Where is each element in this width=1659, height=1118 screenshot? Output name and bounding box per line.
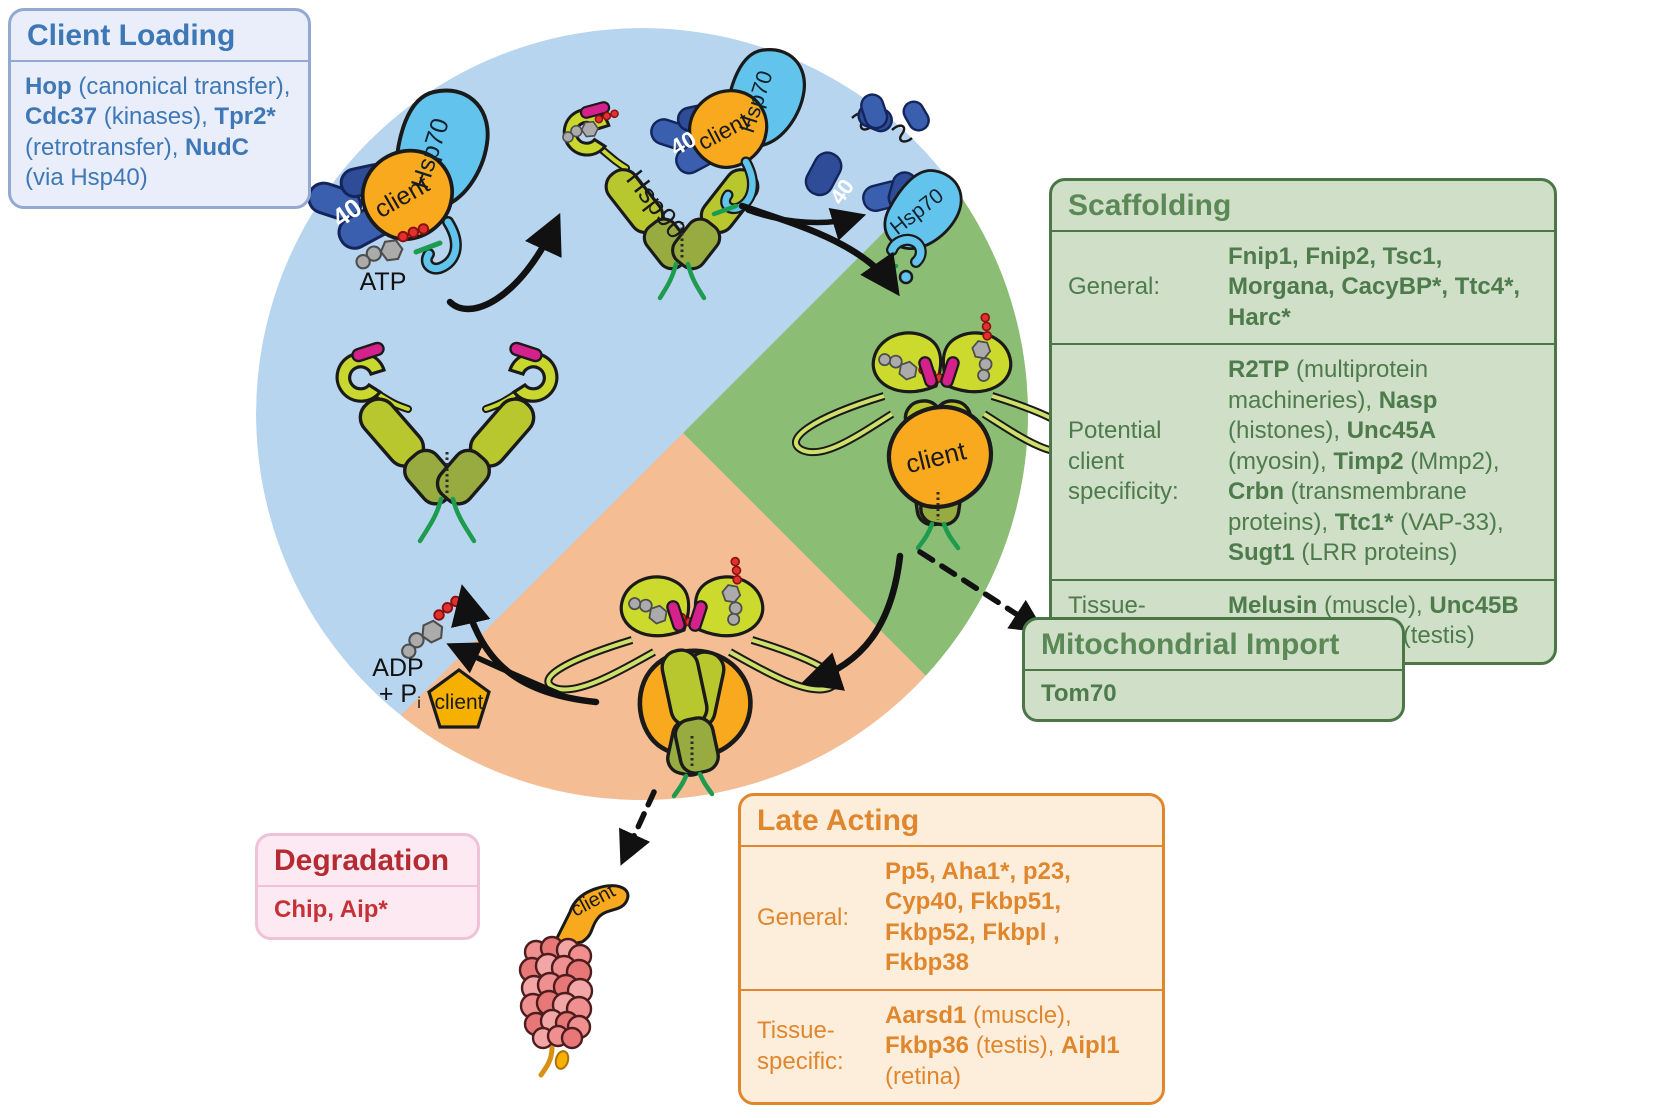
adp-phosphate-subscript: i [417,695,421,712]
atp-molecule: ATP [354,214,430,296]
row-content: Aarsd1 (muscle), Fkbp36 (testis), Aipl1 … [885,1001,1120,1090]
row-label: Potential client specificity: [1068,417,1179,506]
arrow-scaffolding-to-late [800,552,904,691]
degradation-title: Degradation [258,836,477,887]
mitochondrial-import-panel: Mitochondrial Import Tom70 [1022,617,1405,723]
cycle-arrows [446,202,1046,866]
late-acting-title: Late Acting [741,796,1162,847]
mitochondrial-import-body: Tom70 [1041,680,1117,707]
row-label: General: [1068,273,1161,301]
scaffolding-row-client-specificity: Potential client specificity: R2TP (mult… [1052,343,1554,578]
arrow-to-released-cochaperones [745,207,867,241]
scaffolding-panel: Scaffolding General: Fnip1, Fnip2, Tsc1,… [1049,178,1557,665]
degradation-body: Chip, Aip* [274,896,388,923]
scaffolding-title: Scaffolding [1052,181,1554,232]
row-content: Fnip1, Fnip2, Tsc1, Morgana, CacyBP*, Tt… [1228,243,1521,331]
late-acting-row-tissue-specific: Tissue-specific: Aarsd1 (muscle), Fkbp36… [741,988,1162,1102]
client-loading-title: Client Loading [11,11,308,62]
hsp90-closed-client-complex: client [792,311,1084,551]
adp-plus-p: + P [379,680,417,708]
hsp90-open-dimer [335,340,559,544]
late-acting-panel: Late Acting General: Pp5, Aha1*, p23, Cy… [738,793,1165,1106]
dashed-arrow-to-degradation [619,789,657,866]
adp-and-folded-client: ADP + P i client [372,594,491,729]
proteasome: client [518,880,630,1078]
proteasome-barrel [518,935,594,1050]
client-loading-complex: Hsp70 client 40 [303,80,499,275]
folded-client-pentagon [427,668,491,729]
adp-label: ADP [372,654,423,682]
row-label: General: [757,903,850,931]
late-acting-row-general: General: Pp5, Aha1*, p23, Cyp40, Fkbp51,… [741,847,1162,989]
row-label: Tissue-specific: [757,1017,844,1075]
mitochondrial-import-title: Mitochondrial Import [1025,620,1402,671]
atp-label: ATP [360,268,407,296]
arrow-to-adp-release [446,642,563,697]
row-content: Pp5, Aha1*, p23, Cyp40, Fkbp51, Fkbp52, … [885,858,1071,977]
arrow-loading-to-hsp90 [446,212,562,313]
scaffolding-row-general: General: Fnip1, Fnip2, Tsc1, Morgana, Ca… [1052,232,1554,343]
client-loading-body: Hop (canonical transfer), Cdc37 (kinases… [25,73,291,192]
client-loading-panel: Client Loading Hop (canonical transfer),… [8,8,311,209]
dashed-arrow-to-mitochondrial-import [917,549,1046,633]
degradation-panel: Degradation Chip, Aip* [255,833,480,941]
row-content: R2TP (multiprotein machineries), Nasp (h… [1228,356,1504,567]
client-label: client [434,691,483,714]
